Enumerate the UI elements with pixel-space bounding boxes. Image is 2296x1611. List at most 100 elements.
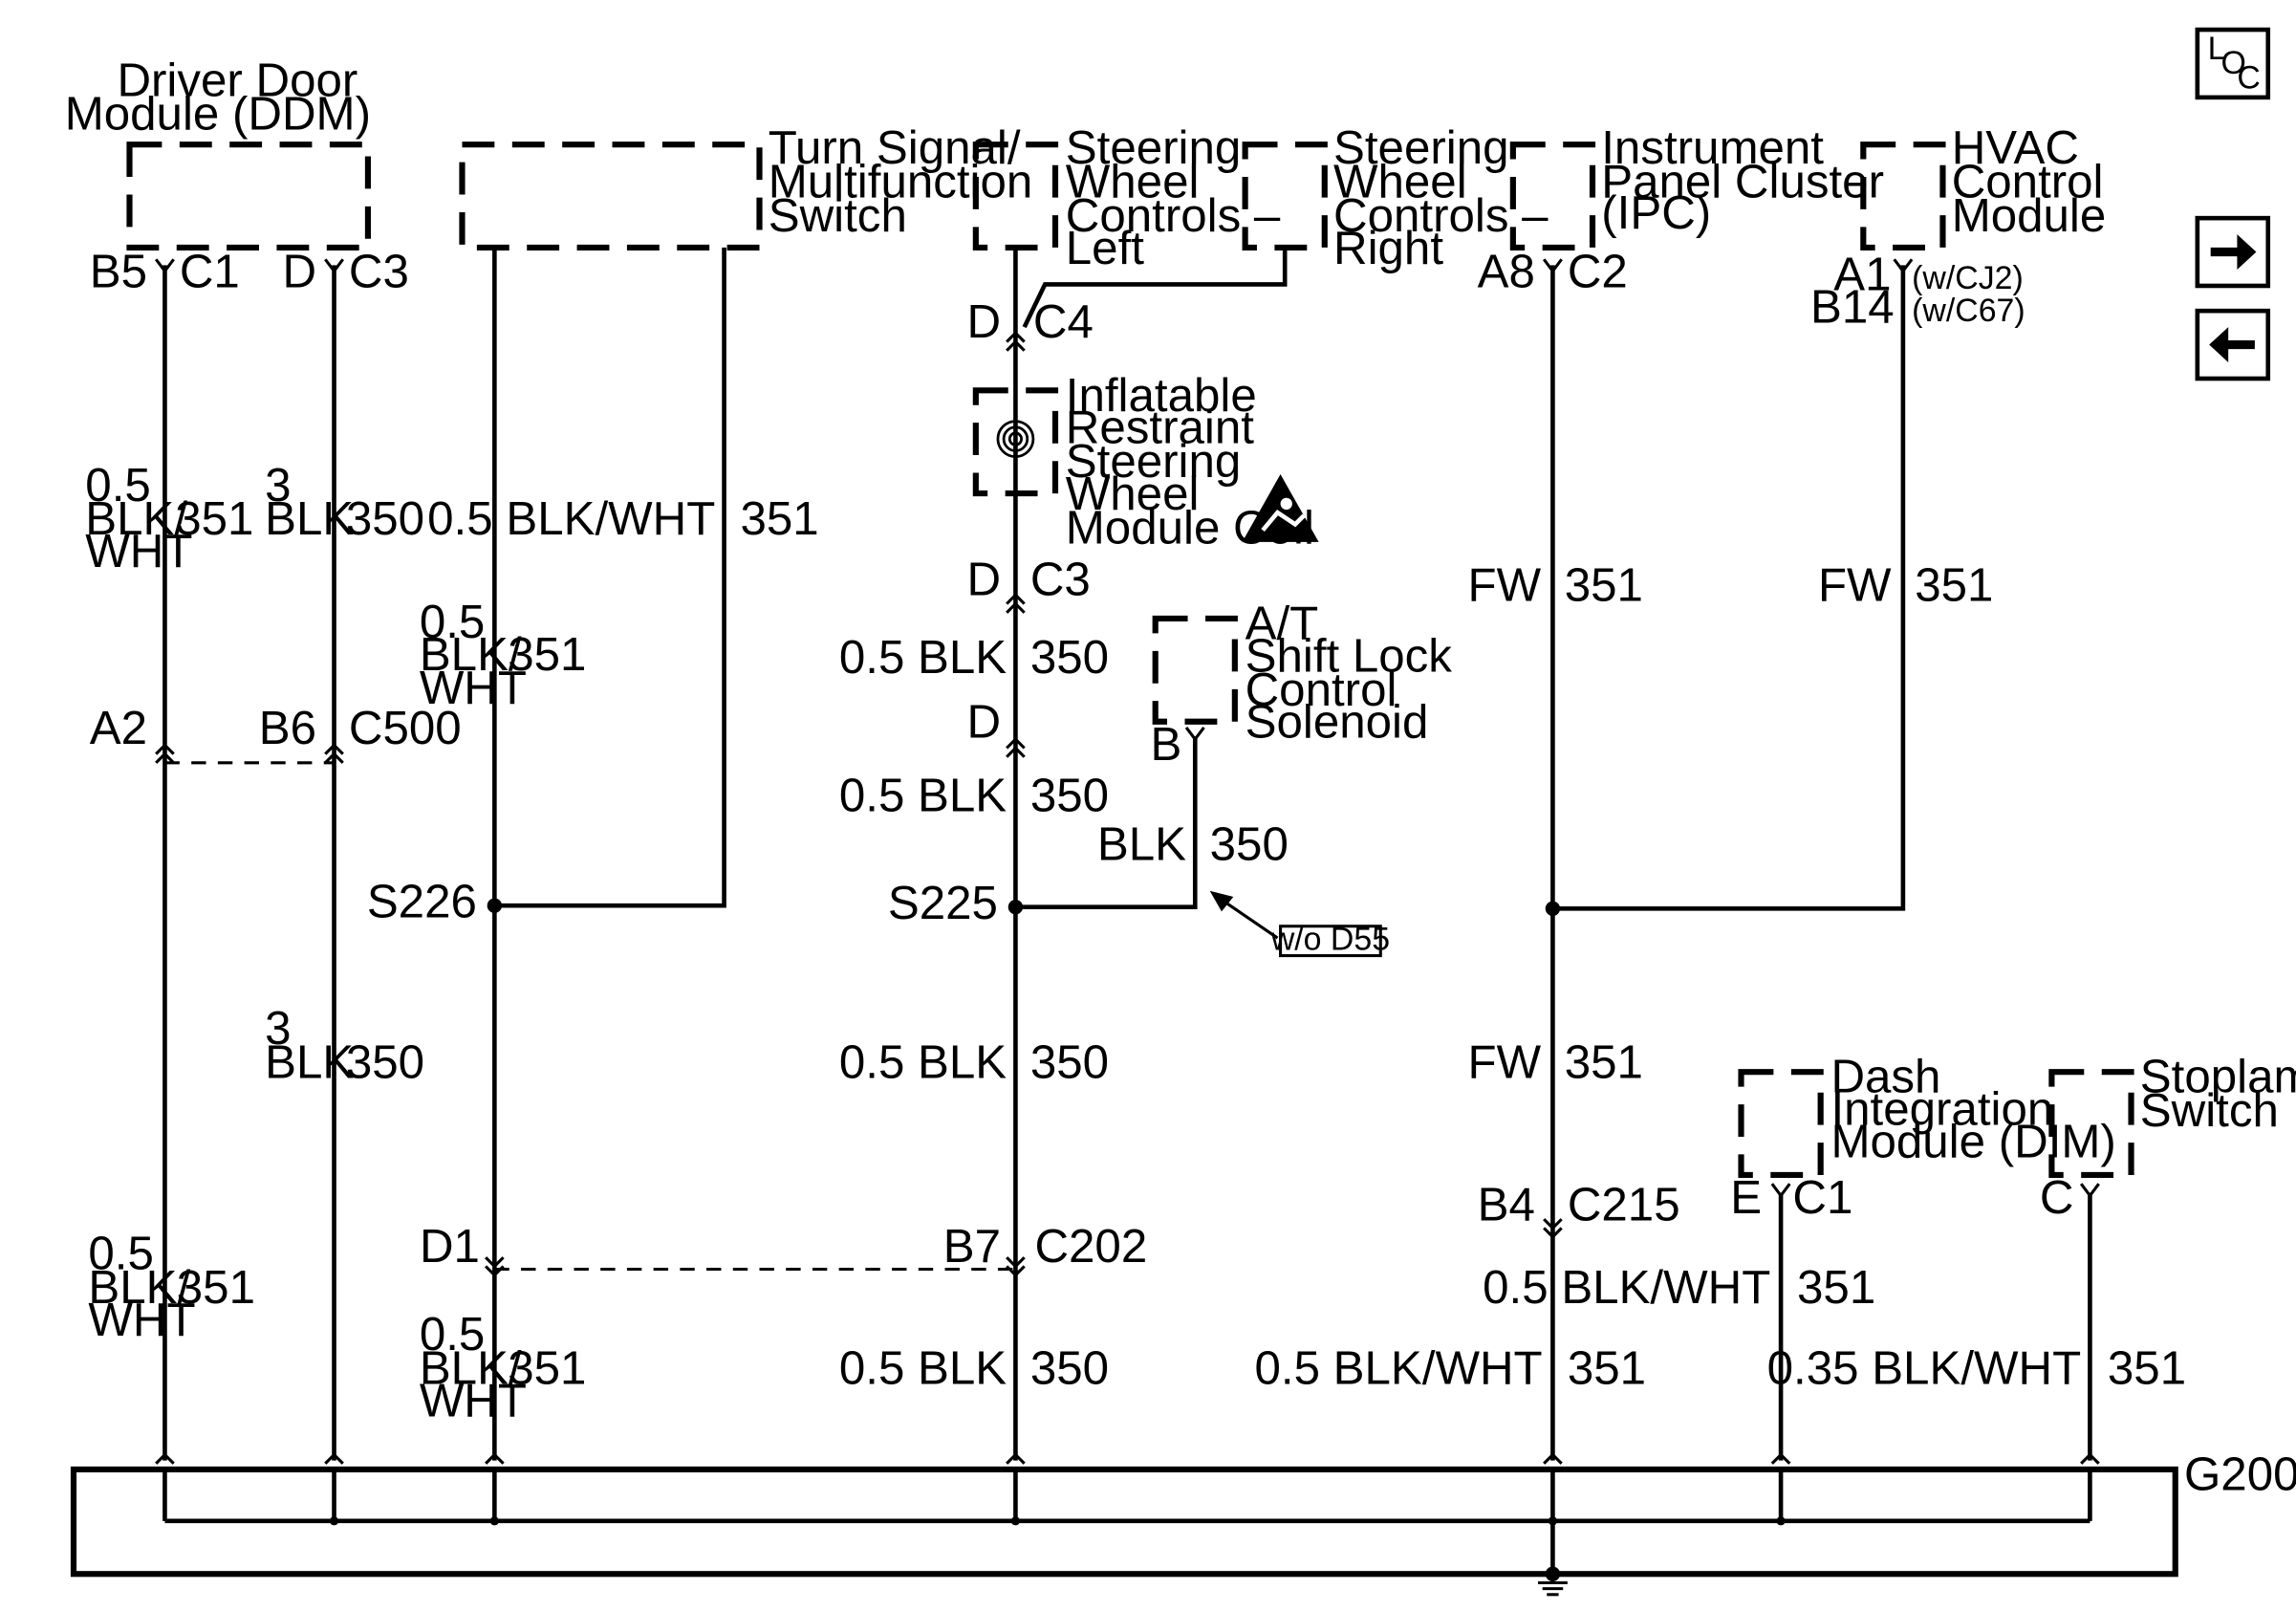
wire-label-shift: BLK xyxy=(1097,817,1186,870)
location-icon[interactable]: L O C xyxy=(2195,27,2271,100)
wire-circ-w4-c: 350 xyxy=(1030,1035,1109,1088)
conn-b5: B5 xyxy=(90,246,147,298)
wire-turn-signal-351-b xyxy=(494,247,726,908)
wire-label-ipc-lower: 0.5 BLK/WHT xyxy=(1254,1342,1542,1395)
splice-s226-dot xyxy=(487,898,503,913)
conn-c202: C202 xyxy=(1034,1220,1147,1273)
conn-b7: B7 xyxy=(943,1220,1001,1273)
conn-b-shift: B xyxy=(1151,718,1182,771)
wire-circ-shift: 350 xyxy=(1210,817,1289,870)
shift-lock-label: A/T Shift Lock Control Solenoid xyxy=(1245,598,1465,749)
wire-circ-ipc-mid: 351 xyxy=(1565,1035,1643,1088)
conn-c3-coil: C3 xyxy=(1030,553,1091,605)
ground-label: G200 xyxy=(2184,1448,2296,1500)
wire-label-stop: 0.35 BLK/WHT xyxy=(1767,1342,2082,1395)
wire-label-w2-lower: 3 BLK xyxy=(265,1002,354,1088)
wire-circ-ipc-upper: 351 xyxy=(1565,558,1643,611)
wire-circ-w3-top: 351 xyxy=(740,492,818,545)
wire-circ-w3-mid: 351 xyxy=(508,628,586,681)
conn-c215: C215 xyxy=(1568,1179,1680,1231)
wire-circ-stop: 351 xyxy=(2108,1342,2186,1395)
ground-block xyxy=(70,1466,2178,1578)
wire-label-w3-top: 0.5 BLK/WHT xyxy=(427,492,715,545)
wire-circ-w4-a: 350 xyxy=(1030,631,1109,684)
conn-b6: B6 xyxy=(259,702,316,754)
option-callout: w/o D55 xyxy=(1209,890,1390,957)
conn-a1: A1 xyxy=(1833,249,1891,301)
splice-s225: S225 xyxy=(888,877,998,929)
wire-circ-w4-b: 350 xyxy=(1030,770,1109,822)
arrow-left-icon[interactable] xyxy=(2195,308,2271,381)
wire-circ-w2-lower: 350 xyxy=(346,1035,424,1088)
dim-label: Dash Integration Module (DIM) xyxy=(1830,1051,2115,1168)
conn-a8: A8 xyxy=(1478,246,1535,298)
splice-s225-dot xyxy=(1007,900,1024,915)
swc-right-box xyxy=(1242,142,1328,251)
ddm-label: Driver Door Module (DDM) xyxy=(65,54,371,140)
conn-b14-note: (w/C67) xyxy=(1912,293,2025,329)
ground-drops xyxy=(162,1469,2092,1575)
wire-label-w4-b: 0.5 BLK xyxy=(839,770,1007,822)
wire-label-w1-upper: 0.5 BLK/ WHT xyxy=(85,459,201,577)
ground-icon xyxy=(1538,1574,1568,1597)
conn-b14: B14 xyxy=(1810,280,1895,333)
wire-circ-w1-upper: 351 xyxy=(175,492,253,545)
ipc-box xyxy=(1509,142,1596,251)
ddm-box xyxy=(126,142,372,251)
airbag-warning-icon xyxy=(1242,474,1319,542)
wire-label-w4-c: 0.5 BLK xyxy=(839,1035,1007,1088)
conn-c2: C2 xyxy=(1568,246,1628,298)
turn-signal-box xyxy=(459,142,763,251)
wire-swc-right-350 xyxy=(1022,247,1288,329)
wire-circ-dim: 351 xyxy=(1797,1261,1875,1314)
connector-pins xyxy=(154,258,2100,1465)
conn-d-c3: D xyxy=(966,553,1001,605)
conn-b4: B4 xyxy=(1478,1179,1535,1231)
conn-a1-note: (w/CJ2) xyxy=(1912,260,2024,296)
conn-c3-ddm: C3 xyxy=(349,246,409,298)
swc-left-box xyxy=(972,142,1059,251)
conn-d1: D1 xyxy=(420,1220,480,1273)
wire-circ-w2-upper: 350 xyxy=(346,492,424,545)
wire-label-w2-upper: 3 BLK xyxy=(265,459,354,545)
hvac-box xyxy=(1860,142,1946,251)
conn-c500: C500 xyxy=(349,702,462,754)
splice-s226: S226 xyxy=(367,876,477,928)
conn-d-c4: D xyxy=(966,295,1001,348)
conn-c4: C4 xyxy=(1033,295,1094,348)
wire-label-w4-a: 0.5 BLK xyxy=(839,631,1007,684)
wire-label-ipc-upper: FW xyxy=(1468,558,1542,611)
wire-circ-w1-lower: 351 xyxy=(177,1261,255,1314)
conn-a2: A2 xyxy=(90,702,147,754)
wire-circ-w3-lower: 351 xyxy=(508,1342,586,1395)
svg-text:C: C xyxy=(2237,60,2260,97)
wire-label-w1-lower: 0.5 BLK/ WHT xyxy=(88,1228,204,1346)
conn-d-lower: D xyxy=(966,696,1001,749)
wire-circ-w4-d: 350 xyxy=(1030,1342,1109,1395)
svg-text:L: L xyxy=(2208,31,2226,67)
conn-d-ddm: D xyxy=(282,246,316,298)
turn-signal-label: Turn Signal/ Multifunction Switch xyxy=(769,121,1046,242)
wire-label-hvac: FW xyxy=(1818,558,1892,611)
conn-c1-dim: C1 xyxy=(1792,1171,1852,1224)
ipc-label: Instrument Panel Cluster (IPC) xyxy=(1601,121,1896,239)
hvac-label: HVAC Control Module xyxy=(1952,121,2117,242)
wire-shift-lock-350 xyxy=(1015,736,1198,910)
conn-c1: C1 xyxy=(180,246,240,298)
svg-text:O: O xyxy=(2220,45,2245,81)
option-note: w/o D55 xyxy=(1270,921,1390,957)
wire-hvac-351 xyxy=(1552,265,1906,911)
conn-e-dim: E xyxy=(1730,1171,1762,1224)
stoplamp-label: Stoplamp Switch xyxy=(2140,1051,2296,1137)
wire-circ-hvac: 351 xyxy=(1915,558,1993,611)
conn-c-stop: C xyxy=(2040,1171,2074,1224)
arrow-right-icon[interactable] xyxy=(2195,215,2271,289)
wire-label-w3-lower: 0.5 BLK/ WHT xyxy=(420,1308,535,1426)
dim-box xyxy=(1738,1069,1824,1179)
wire-label-ipc-mid: FW xyxy=(1468,1035,1542,1088)
splice-ipc-dot xyxy=(1545,901,1561,916)
shift-lock-box xyxy=(1152,615,1238,725)
wire-label-w3-mid: 0.5 BLK/ WHT xyxy=(420,596,535,714)
wire-label-w4-d: 0.5 BLK xyxy=(839,1342,1007,1395)
